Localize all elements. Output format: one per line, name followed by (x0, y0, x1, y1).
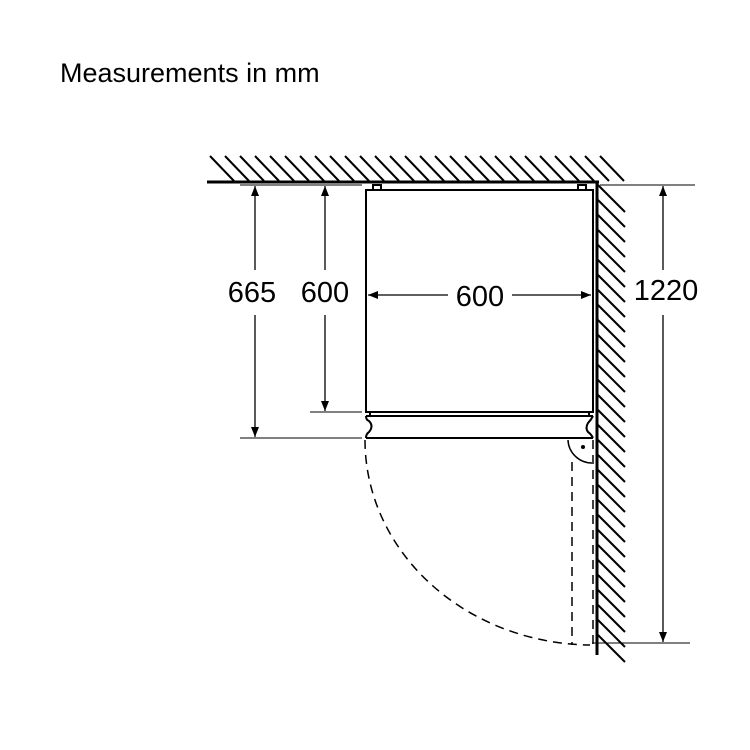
hatch-line (284, 155, 310, 182)
hatch-line (597, 274, 626, 303)
hatch-line (597, 634, 626, 663)
hatch-line (419, 155, 445, 182)
hatch-line (597, 589, 626, 618)
door-swing (364, 439, 594, 646)
hatch-line (269, 155, 295, 182)
hatch-line (254, 155, 280, 182)
dimension-600-width: 600 (368, 281, 591, 313)
hatch-line (569, 155, 595, 182)
hatch-line (494, 155, 520, 182)
hatch-line (597, 214, 626, 243)
dimension-label: 1220 (634, 275, 699, 307)
hatch-line (299, 155, 325, 182)
hatch-line (597, 289, 626, 318)
hatch-line (597, 394, 626, 423)
hatch-line (597, 544, 626, 573)
hatch-line (314, 155, 340, 182)
hatch-line (597, 379, 626, 408)
right-angle-mark (567, 439, 593, 464)
hatch-line (239, 155, 265, 182)
hatch-line (597, 229, 626, 258)
hatch-line (344, 155, 370, 182)
hatch-line (524, 155, 550, 182)
hatch-line (599, 155, 625, 182)
hatch-line (597, 319, 626, 348)
hatch-line (597, 574, 626, 603)
hatch-line (359, 155, 385, 182)
hatch-line (389, 155, 415, 182)
hatch-line (597, 244, 626, 273)
hatch-line (434, 155, 460, 182)
hatch-line (597, 454, 626, 483)
dimension-label: 665 (228, 277, 276, 309)
top-wall-hatching (209, 155, 625, 182)
hatch-line (539, 155, 565, 182)
dimension-1220: 1220 (634, 186, 699, 642)
dimension-label: 600 (456, 281, 504, 313)
hatch-line (597, 349, 626, 378)
appliance-body (365, 184, 594, 416)
hatch-line (554, 155, 580, 182)
hatch-line (584, 155, 610, 182)
hatch-line (597, 529, 626, 558)
hatch-line (464, 155, 490, 182)
side-wall-hatching (597, 184, 626, 663)
hatch-line (597, 424, 626, 453)
hatch-line (209, 155, 235, 182)
hatch-line (597, 199, 626, 228)
hatch-line (597, 409, 626, 438)
hatch-line (449, 155, 475, 182)
hatch-line (597, 304, 626, 333)
hatch-line (479, 155, 505, 182)
hatch-line (597, 604, 626, 633)
hatch-line (597, 469, 626, 498)
diagram-title: Measurements in mm (60, 58, 320, 88)
appliance-door (365, 415, 594, 439)
hatch-line (329, 155, 355, 182)
hatch-line (597, 184, 626, 213)
hatch-line (597, 259, 626, 288)
extension-lines (240, 184, 695, 644)
dimension-600-depth: 600 (301, 186, 349, 411)
dimension-665: 665 (228, 186, 276, 437)
dimension-label: 600 (301, 277, 349, 309)
hatch-line (597, 514, 626, 543)
hatch-line (404, 155, 430, 182)
hatch-line (509, 155, 535, 182)
hatch-line (597, 439, 626, 468)
hatch-line (597, 334, 626, 363)
hatch-line (597, 484, 626, 513)
hatch-line (374, 155, 400, 182)
hatch-line (597, 499, 626, 528)
hatch-line (597, 364, 626, 393)
hatch-line (224, 155, 250, 182)
hatch-line (597, 559, 626, 588)
right-angle-dot (581, 445, 585, 449)
